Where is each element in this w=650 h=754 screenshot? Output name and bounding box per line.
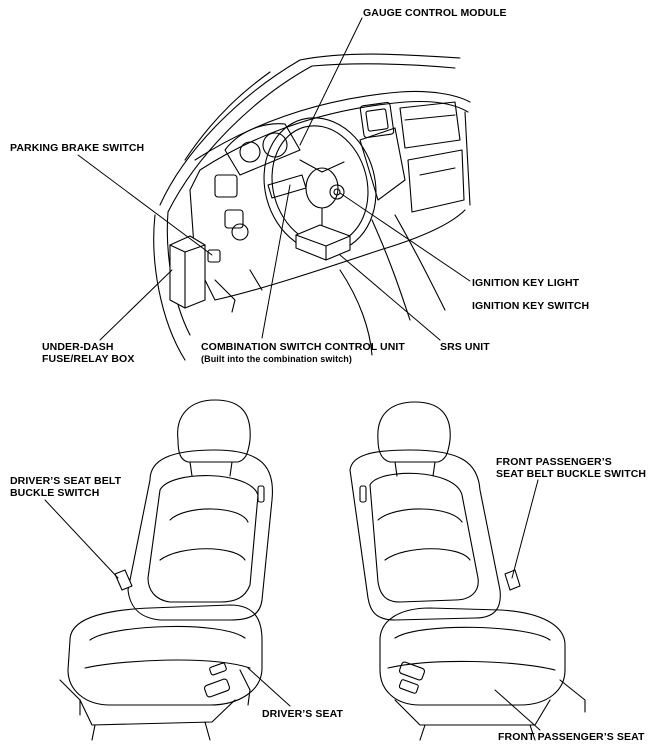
leader-drivers-buckle — [44, 499, 119, 579]
leader-srs-unit — [339, 254, 441, 341]
passenger-seat-illustration — [349, 401, 586, 741]
leader-passenger-buckle — [511, 479, 539, 579]
label-under-dash-line2: FUSE/RELAY BOX — [42, 353, 135, 365]
label-under-dash-line1: UNDER-DASH — [42, 341, 114, 353]
leader-ignition-key — [339, 192, 471, 282]
label-parking-brake-switch: PARKING BRAKE SWITCH — [10, 142, 145, 154]
leader-under-dash-fuse-box — [99, 269, 173, 341]
dashboard-illustration — [153, 53, 471, 361]
label-gauge-control-module: GAUGE CONTROL MODULE — [363, 7, 507, 19]
drivers-seat-illustration — [59, 399, 274, 741]
leader-lines — [44, 17, 541, 731]
label-drivers-seat-belt-buckle-switch: DRIVER’S SEAT BELT BUCKLE SWITCH — [10, 475, 121, 499]
leader-passenger-seat — [494, 689, 541, 731]
label-passenger-buckle-line2: SEAT BELT BUCKLE SWITCH — [496, 468, 647, 480]
label-combination-switch-control-unit: COMBINATION SWITCH CONTROL UNIT (Built i… — [201, 341, 405, 365]
label-srs-unit: SRS UNIT — [440, 341, 490, 353]
label-passenger-buckle-line1: FRONT PASSENGER’S — [496, 456, 612, 468]
leader-combination-switch — [261, 184, 291, 339]
leader-drivers-seat — [247, 667, 291, 707]
label-under-dash-fuse-relay-box: UNDER-DASH FUSE/RELAY BOX — [42, 341, 134, 365]
label-drivers-buckle-line2: BUCKLE SWITCH — [10, 487, 100, 499]
label-drivers-buckle-line1: DRIVER’S SEAT BELT — [10, 475, 122, 487]
label-front-passenger-seat: FRONT PASSENGER’S SEAT — [498, 731, 645, 743]
label-combination-switch-line1: COMBINATION SWITCH CONTROL UNIT — [201, 341, 405, 353]
leader-gauge-control-module — [299, 17, 363, 146]
label-ignition-key-light: IGNITION KEY LIGHT — [472, 277, 580, 289]
label-combination-switch-line2: (Built into the combination switch) — [201, 354, 352, 364]
label-ignition-key-switch: IGNITION KEY SWITCH — [472, 300, 590, 312]
label-drivers-seat: DRIVER’S SEAT — [262, 708, 344, 720]
label-front-passenger-seat-belt-buckle-switch: FRONT PASSENGER’S SEAT BELT BUCKLE SWITC… — [496, 456, 646, 480]
leader-parking-brake-switch — [77, 154, 213, 256]
